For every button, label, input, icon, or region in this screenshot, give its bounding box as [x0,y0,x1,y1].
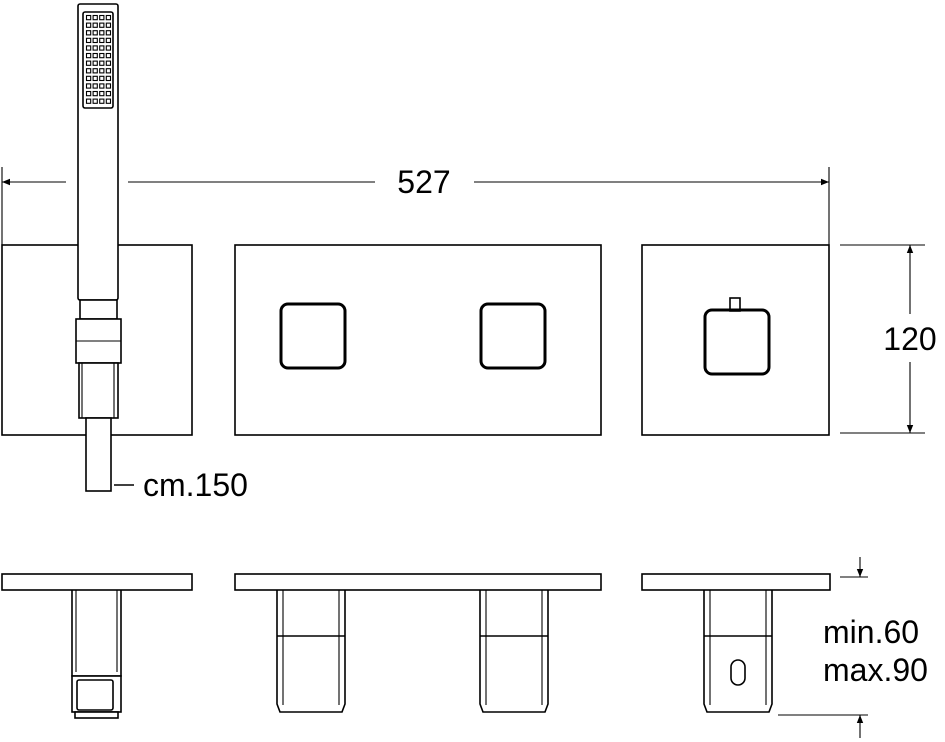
nozzle [92,30,98,36]
right-plate-side [641,573,831,591]
nozzle [85,90,92,97]
nozzle [85,98,92,104]
nozzle [105,37,112,44]
nozzle [92,83,98,89]
nozzle [85,52,92,59]
diverter-knob-side [730,659,746,686]
nozzle [105,90,112,97]
nozzle [92,45,98,51]
depth-dimension: min.60 max.90 [778,557,928,738]
nozzle [92,37,98,44]
nozzle [99,60,105,66]
nozzle [92,75,98,82]
width-label: 527 [397,164,450,200]
nozzle [105,22,112,28]
nozzle [92,60,98,66]
nozzle [85,60,92,66]
left-plate-side [1,573,193,591]
nozzle [105,60,112,66]
nozzle [105,52,112,59]
nozzle [99,22,105,28]
nozzle [92,52,98,59]
nozzle [99,14,105,21]
nozzle [92,22,98,28]
diverter-side [703,590,773,713]
nozzle [85,68,92,74]
nozzle [105,75,112,82]
nozzle [92,98,98,104]
shower-connector [75,299,122,492]
nozzle [105,45,112,51]
nozzle [99,98,105,104]
nozzle [99,90,105,97]
nozzle [92,68,98,74]
nozzle [99,37,105,44]
diverter-handle-front [703,308,771,376]
shower-holder-side [71,590,122,719]
nozzle [85,83,92,89]
handle-left-side [276,590,346,713]
middle-plate-side [234,573,602,591]
side-view: min.60 max.90 [1,557,928,738]
nozzle [105,98,112,104]
nozzle [85,45,92,51]
nozzle [85,14,92,21]
handle-right-side [479,590,549,713]
nozzle [99,75,105,82]
nozzle [105,30,112,36]
nozzle [105,68,112,74]
middle-plate-front [234,244,602,436]
nozzle [85,37,92,44]
handle-right-front [479,302,547,370]
front-view: cm.150 527 120 [1,3,937,503]
hand-shower-head [77,3,119,301]
nozzle [92,14,98,21]
hose-length-label: cm.150 [143,467,248,503]
height-dimension: 120 [840,244,937,434]
width-dimension: 527 [1,164,830,245]
right-plate-front [641,244,830,436]
depth-min-label: min.60 [823,614,919,650]
depth-max-label: max.90 [823,652,928,688]
nozzle [99,83,105,89]
height-label: 120 [883,321,936,357]
nozzle [105,14,112,21]
nozzle [92,90,98,97]
nozzle [85,75,92,82]
nozzle-grid [85,14,112,104]
nozzle [99,68,105,74]
nozzle [85,22,92,28]
handle-left-front [279,302,347,370]
nozzle [105,83,112,89]
nozzle [99,52,105,59]
nozzle [99,30,105,36]
nozzle [85,30,92,36]
nozzle [99,45,105,51]
